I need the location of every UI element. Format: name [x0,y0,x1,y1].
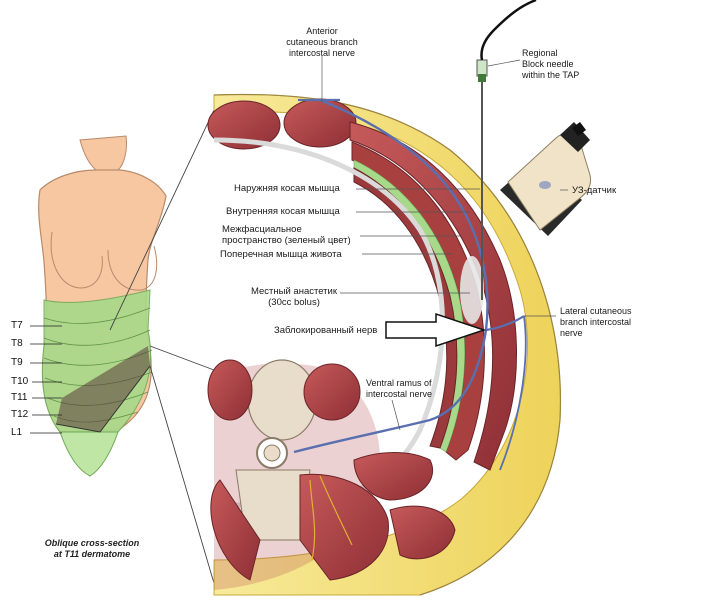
label-line: intercostal nerve [288,48,356,58]
label-line: Block needle [522,59,574,69]
label-line: Ventral ramus of [366,378,432,388]
rectus-muscle-left [207,100,281,150]
label-internal-oblique: Внутренняя косая мышца [226,206,340,217]
label-line: Межфасциальное [222,224,302,235]
label-line: Anterior [306,26,338,36]
label-anesthetic: Местный анастетик (30сс bolus) [246,286,342,308]
label-ventral-ramus: Ventral ramus of intercostal nerve [366,378,446,400]
label-external-oblique: Наружняя косая мышца [234,183,340,194]
leader-lines [321,56,568,431]
dermatome-label: T9 [11,357,23,368]
caption-line: at T11 dermatome [53,549,131,559]
dermatome-label: T10 [11,376,29,387]
rectus-muscle-right [283,98,357,148]
lateral-branch [485,315,525,332]
dermatome-label: T11 [11,392,28,403]
ultrasound-probe [500,122,591,236]
psoas-right [303,363,361,421]
external-oblique-muscle [349,121,517,471]
label-blocked-nerve: Заблокированный нерв [274,325,378,336]
anesthetic-bolus [460,256,484,324]
dermatome-label: T12 [11,409,29,420]
caption-line: Oblique cross-section [44,538,140,548]
cross-section [207,0,591,596]
label-interfascial: Межфасциальное пространство (зеленый цве… [222,224,362,246]
label-line: (30сс bolus) [268,297,320,308]
label-transversus: Поперечная мышца живота [220,249,342,260]
label-probe: УЗ-датчик [572,185,617,196]
label-line: branch intercostal [560,317,632,327]
projection-lines [109,109,217,591]
label-line: пространство (зеленый цвет) [222,235,351,246]
dermatome-label: T8 [11,338,23,349]
label-line: Regional [522,48,558,58]
intercostal-nerve [293,98,489,454]
label-line: intercostal nerve [366,389,433,399]
dermatome-label: L1 [11,427,23,438]
erector-spinae [299,473,389,581]
section-plane [56,346,150,432]
label-line: cutaneous branch [286,37,358,47]
label-line: within the TAP [522,70,580,80]
torso-figure [30,135,167,477]
blocked-nerve-arrow [385,312,487,348]
figure-caption: Oblique cross-section at T11 dermatome [42,538,142,560]
label-line: Местный анастетик [250,286,337,297]
label-lateral-nerve: Lateral cutaneous branch intercostal ner… [560,306,656,339]
block-needle [476,0,537,300]
label-needle: Regional Block needle within the TAP [522,48,602,81]
label-line: nerve [560,328,583,338]
dermatome-label: T7 [11,320,23,331]
label-anterior-nerve: Anterior cutaneous branch intercostal ne… [282,26,362,59]
label-line: Lateral cutaneous [560,306,632,316]
psoas-left [207,359,253,421]
